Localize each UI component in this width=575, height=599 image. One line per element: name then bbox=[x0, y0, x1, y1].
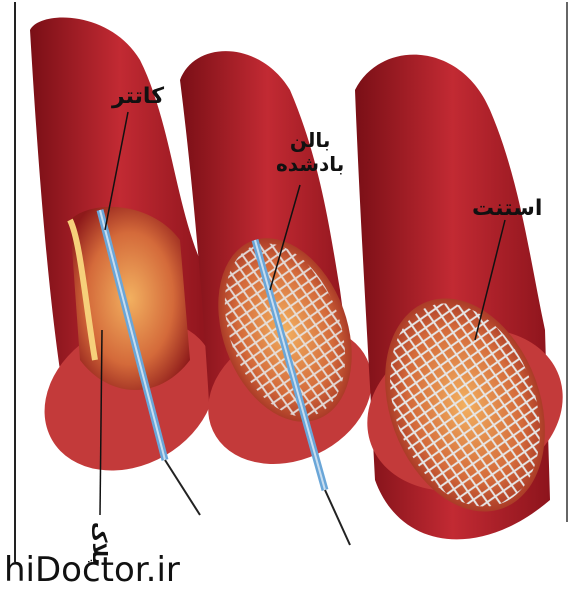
balloon-label-line2: بادشده bbox=[276, 152, 344, 176]
catheter-label: کاتتر bbox=[112, 84, 164, 109]
stent-label: استنت bbox=[472, 196, 542, 221]
vessel-stent-illustration bbox=[344, 55, 575, 540]
watermark-text: hiDoctor.ir bbox=[4, 550, 180, 590]
balloon-label: بالن بادشده bbox=[276, 128, 344, 176]
balloon-label-line1: بالن bbox=[276, 128, 344, 152]
